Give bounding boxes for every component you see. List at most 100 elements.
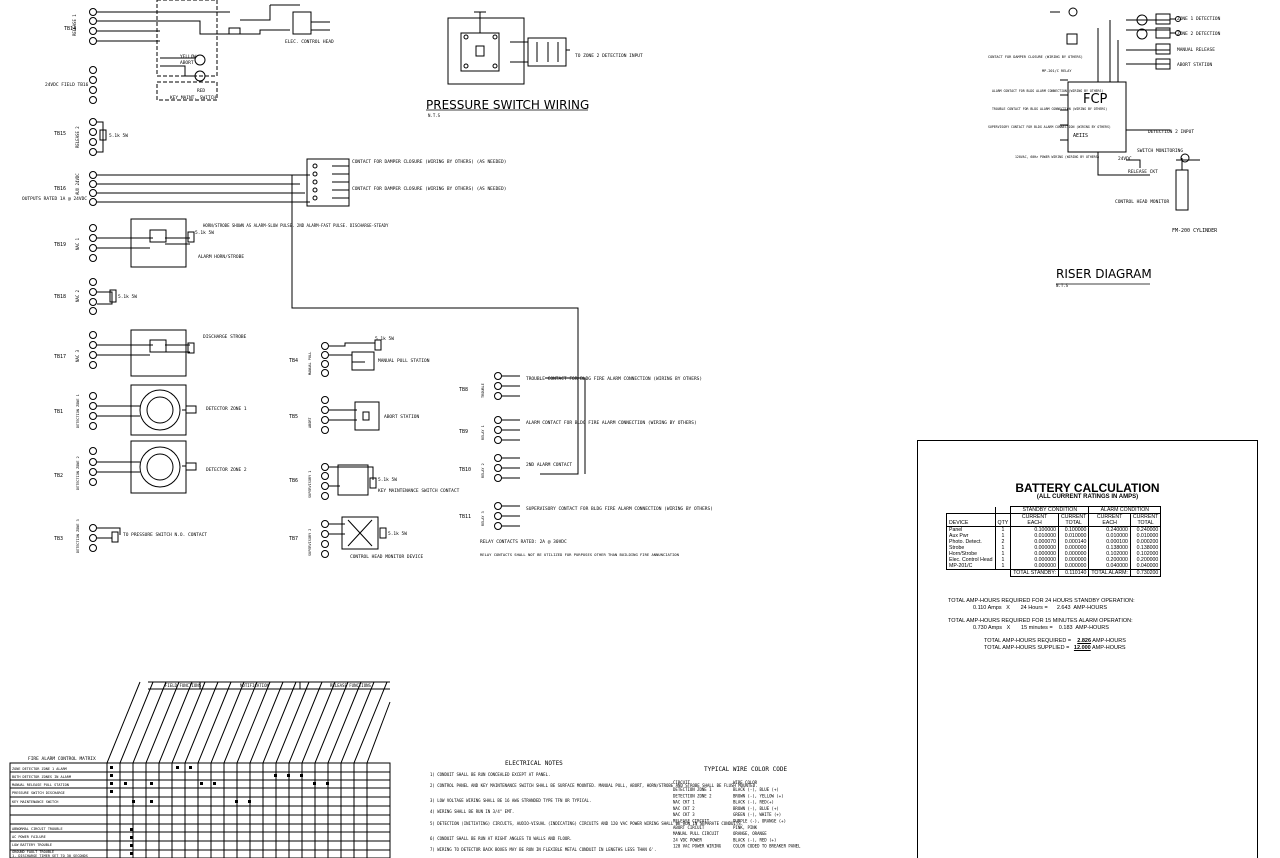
battery-cell: Aux Pwr	[946, 533, 996, 539]
note-2: 2) CONTROL PANEL AND KEY MAINTENANCE SWI…	[430, 783, 758, 788]
yellow-label: YELLOW	[180, 54, 197, 60]
header-device	[946, 513, 996, 520]
tb5-desc: ABORT	[308, 417, 312, 428]
note-4: 4) WIRING SHALL BE RUN IN 3/4" EMT.	[430, 809, 514, 814]
tb6-switch-label: KEY MAINTENANCE SWITCH CONTACT	[378, 488, 460, 494]
matrix-row-10: LOW BATTERY TROUBLE	[12, 843, 52, 847]
wire-code-header-circuit: CIRCUIT	[673, 780, 690, 785]
required-value: 2.826	[1077, 638, 1092, 644]
tb4-station-label: MANUAL PULL STATION	[378, 358, 430, 364]
battery-cell: 0.010000	[1057, 533, 1090, 539]
matrix-row-8: ABNORMAL CIRCUIT TROUBLE	[12, 827, 63, 831]
note-3: 3) LOW VOLTAGE WIRING SHALL BE 16 AWG ST…	[430, 798, 591, 803]
battery-cell: 0.200000	[1129, 557, 1162, 563]
alarm-unit: AMP-HOURS	[1075, 625, 1109, 631]
battery-cell: 0.000000	[1057, 551, 1090, 557]
riser-switch-monitoring: SWITCH MONITORING	[1137, 148, 1183, 154]
riser-trouble-contact: TROUBLE CONTACT FOR BLDG ALARM CONNECTIO…	[992, 107, 1107, 111]
tb14-release-1	[89, 0, 330, 101]
battery-cell: Strobe	[946, 545, 996, 551]
tb2-detector-label: DETECTOR ZONE 2	[206, 467, 247, 473]
pressure-switch-scale: N.T.S	[428, 113, 441, 118]
note-1: 1) CONDUIT SHALL BE RUN CONCEALED EXCEPT…	[430, 772, 550, 777]
tb1-detector-label: DETECTOR ZONE 1	[206, 406, 247, 412]
tb4-manual-pull	[321, 339, 382, 377]
tb10-desc: RELAY 2	[481, 463, 485, 478]
standby-unit: AMP-HOURS	[1073, 605, 1107, 611]
tb2-desc: DETECTION ZONE 2	[76, 456, 80, 490]
matrix-group-release: RELEASE FUNCTIONS	[330, 683, 372, 688]
wire-code-circuit: 120 VAC POWER WIRING	[673, 844, 722, 849]
riser-scale: N.T.S	[1056, 283, 1069, 288]
standby-heading: TOTAL AMP-HOURS REQUIRED FOR 24 HOURS ST…	[948, 598, 1135, 604]
tb9-relay-1	[494, 416, 520, 444]
pressure-switch-drawing	[426, 11, 588, 111]
riser-abort-station: ABORT STATION	[1177, 62, 1213, 68]
matrix-row-9: AC POWER FAILURE	[12, 835, 46, 839]
total-standby-label: TOTAL STANDBY:	[1010, 569, 1059, 577]
wire-code-color: BROWN (-), YELLOW (+)	[733, 793, 784, 798]
tb10-relay-2	[494, 454, 520, 482]
wire-code-circuit: ABORT CIRCUIT	[673, 825, 705, 830]
24vdc-field-label: 24VDC FIELD TB16	[45, 82, 89, 88]
riser-zone2: ZONE 2 DETECTION	[1177, 31, 1221, 37]
tb15-label: TB15	[54, 131, 66, 137]
supplied-line: TOTAL AMP-HOURS SUPPLIED = 12.000 AMP-HO…	[984, 645, 1126, 651]
tb5-station-label: ABORT STATION	[384, 414, 420, 420]
battery-cell: 0.100000	[1057, 526, 1090, 533]
tb11-label: TB11	[459, 514, 471, 520]
col-header-5: TOTAL	[1129, 520, 1162, 527]
note-6: 6) CONDUIT SHALL BE RUN AT RIGHT ANGLES …	[430, 836, 572, 841]
pressure-switch-label: TO ZONE 2 DETECTION INPUT	[575, 53, 643, 59]
battery-title: BATTERY CALCULATION	[1015, 481, 1160, 495]
tb2-label: TB2	[54, 473, 63, 479]
tb7-res: 5.1k 5W	[388, 531, 407, 537]
tb19-desc: NAC 1	[75, 237, 80, 250]
tb14-label: TB14	[64, 26, 76, 32]
supplied-unit: AMP-HOURS	[1091, 645, 1126, 651]
relay-usage-note: RELAY CONTACTS SHALL NOT BE UTILIZED FOR…	[480, 552, 680, 557]
wire-code-circuit: DETECTION ZONE 1	[673, 787, 712, 792]
battery-cell: 0.000200	[1129, 539, 1162, 545]
tb17-label: TB17	[54, 354, 66, 360]
alarm-line: 0.730 Amps X 15 minutes = 0.183 AMP-HOUR…	[973, 625, 1109, 631]
tb1-label: TB1	[54, 409, 63, 415]
tb1-desc: DETECTION ZONE 1	[76, 394, 80, 428]
tb10-contact-label: 2ND ALARM CONTACT	[526, 462, 572, 468]
tb17-nac-3	[89, 329, 195, 377]
battery-table: STANDBY CONDITION ALARM CONDITION CURREN…	[946, 506, 1162, 577]
wire-code-circuit: 24 VDC POWER	[673, 837, 702, 842]
battery-cell: Photo. Detect.	[946, 539, 996, 545]
tb19-nac-1	[89, 218, 195, 268]
tb3-pressure-label: TO PRESSURE SWITCH N.O. CONTACT	[123, 532, 207, 538]
riser-relay: MP-201/C RELAY	[1042, 69, 1072, 73]
alarm-x: X	[1006, 625, 1011, 631]
tb2-detection-zone-2	[89, 440, 197, 494]
release-1-label: RELEASE 1	[72, 14, 77, 36]
tb18-label: TB18	[54, 294, 66, 300]
standby-hours: 24 Hours =	[1020, 605, 1048, 611]
supplied-label: TOTAL AMP-HOURS SUPPLIED =	[984, 645, 1070, 651]
matrix-row-1: ZONE DETECTOR ZONE 1 ALARM	[12, 767, 67, 771]
tb19-label: TB19	[54, 242, 66, 248]
wire-code-color: BROWN (-), BLUE (+)	[733, 806, 779, 811]
tb3-label: TB3	[54, 536, 63, 542]
damper-contact-2: CONTACT FOR DAMPER CLOSURE (WIRING BY OT…	[352, 186, 506, 192]
fcp-label: FCP	[1083, 92, 1108, 107]
riser-alarm-contact: ALARM CONTACT FOR BLDG ALARM CONNECTION …	[992, 89, 1103, 93]
tb17-desc: NAC 3	[75, 349, 80, 362]
standby-x: X	[1006, 605, 1010, 611]
riser-detection-input: DETECTION 2 INPUT	[1148, 129, 1194, 135]
wire-code-color: PINK, PINK	[733, 825, 758, 830]
alarm-minutes: 15 minutes =	[1021, 625, 1053, 631]
header-current-total-1: CURRENT	[1057, 513, 1090, 520]
wire-code-circuit: NAC CKT 1	[673, 800, 695, 805]
battery-cell: 0.000000	[1057, 563, 1090, 570]
tb11-relay-3	[494, 502, 520, 530]
riser-control-head-monitor: CONTROL HEAD MONITOR	[1115, 199, 1169, 205]
tb8-label: TB8	[459, 387, 468, 393]
tb18-nac-2	[89, 278, 117, 315]
